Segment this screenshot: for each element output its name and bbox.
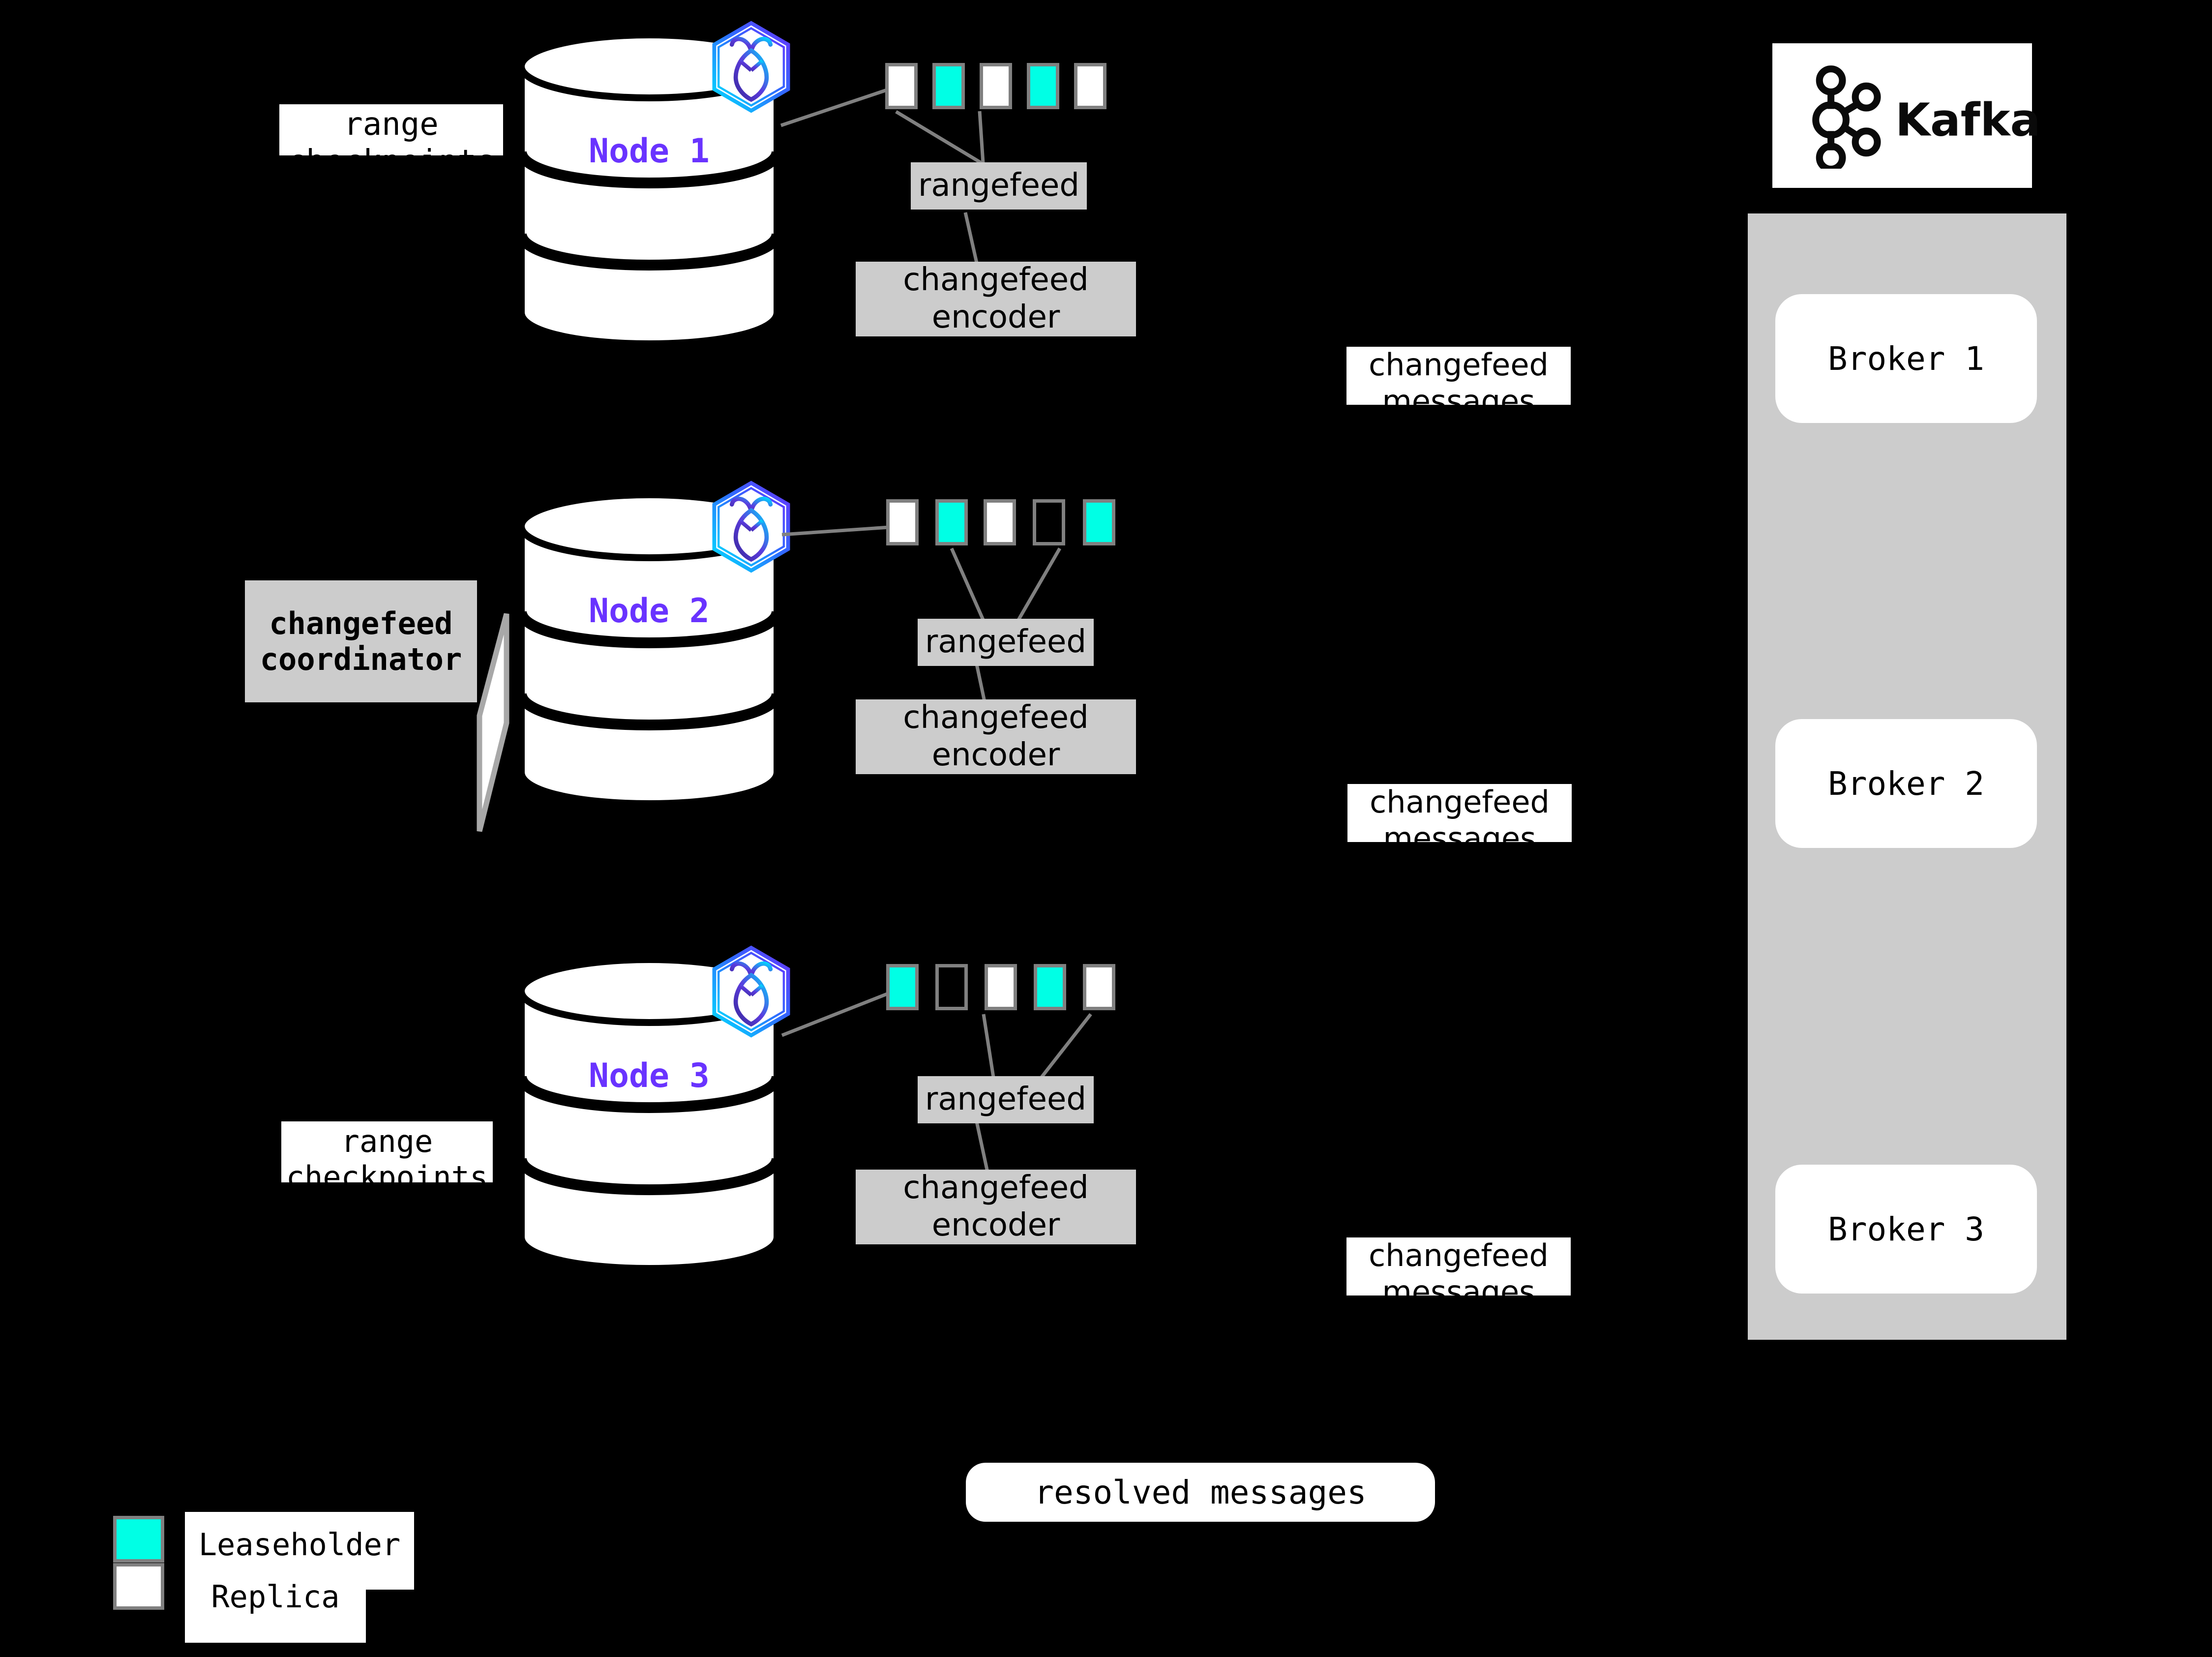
checkpoint-line-2: checkpoints — [286, 1159, 488, 1182]
messages-line-1: changefeed — [1369, 1237, 1549, 1273]
node-3-changefeed-encoder-box[interactable]: changefeed encoder — [856, 1170, 1136, 1244]
node-3-cylinder — [521, 960, 777, 1268]
node-3-range-1-leaseholder[interactable] — [886, 964, 919, 1010]
legend-label-leaseholder: Leaseholder — [185, 1512, 414, 1590]
node-3-label: Node 3 — [589, 1056, 710, 1095]
messages-line-2: messages — [1382, 383, 1535, 405]
encoder-line-2: encoder — [931, 299, 1060, 335]
node-2-changefeed-encoder-box[interactable]: changefeed encoder — [856, 699, 1136, 774]
node-3-rangefeed-box[interactable]: rangefeed — [918, 1076, 1094, 1123]
broker-1-box[interactable]: Broker 1 — [1775, 294, 2037, 423]
encoder-line-1: changefeed — [903, 699, 1089, 736]
node-3-range-2-empty[interactable] — [935, 964, 968, 1010]
kafka-wordmark: Kafka — [1895, 93, 2040, 146]
node-3-range-4-leaseholder[interactable] — [1034, 964, 1066, 1010]
checkpoint-line-1: range — [341, 1123, 433, 1159]
node-1-rangefeed-box[interactable]: rangefeed — [911, 162, 1087, 210]
node-1-range-2-leaseholder[interactable] — [932, 63, 965, 109]
node-2-range-5-leaseholder[interactable] — [1083, 499, 1115, 545]
node-2-changefeed-coordinator-box[interactable]: changefeed coordinator — [245, 580, 477, 702]
broker-2-box[interactable]: Broker 2 — [1775, 719, 2037, 848]
messages-line-2: messages — [1383, 820, 1536, 842]
node-2-label: Node 2 — [589, 592, 710, 631]
node-3-cockroachdb-logo-icon — [714, 948, 788, 1035]
legend-label-replica: Replica — [185, 1570, 366, 1643]
encoder-line-2: encoder — [931, 737, 1060, 773]
coordinator-connector-wedge — [477, 613, 509, 832]
node-2-cockroachdb-logo-icon — [714, 483, 788, 571]
resolved-messages-pill[interactable]: resolved messages — [966, 1463, 1435, 1522]
node-1-label: Node 1 — [589, 132, 710, 171]
legend-swatch-replica — [113, 1563, 164, 1610]
node-1-range-5-replica[interactable] — [1074, 63, 1106, 109]
node-1-range-3-replica[interactable] — [980, 63, 1012, 109]
node-2-range-3-replica[interactable] — [984, 499, 1016, 545]
messages-line-2: messages — [1382, 1274, 1535, 1295]
coordinator-line-2: coordinator — [260, 641, 462, 677]
checkpoint-line-1: range — [344, 106, 439, 143]
node-3-range-5-replica[interactable] — [1083, 964, 1115, 1010]
encoder-line-1: changefeed — [903, 1170, 1089, 1206]
node-2-cylinder — [521, 495, 777, 804]
node-3-range-3-replica[interactable] — [985, 964, 1017, 1010]
encoder-line-2: encoder — [931, 1207, 1060, 1243]
node-2-range-4-empty[interactable] — [1033, 499, 1065, 545]
broker-3-box[interactable]: Broker 3 — [1775, 1165, 2037, 1294]
node-1-range-4-leaseholder[interactable] — [1027, 63, 1059, 109]
kafka-logo-container: Kafka — [1772, 43, 2040, 188]
node-2-range-2-leaseholder[interactable] — [935, 499, 968, 545]
checkpoint-line-2: checkpoints — [287, 144, 496, 155]
messages-line-1: changefeed — [1370, 784, 1550, 820]
encoder-line-1: changefeed — [903, 262, 1089, 299]
node-1-cylinder — [521, 35, 777, 344]
node-1-changefeed-encoder-box[interactable]: changefeed encoder — [856, 262, 1136, 336]
node-2-range-1-replica[interactable] — [886, 499, 919, 545]
messages-line-1: changefeed — [1369, 347, 1549, 383]
node-1-range-1-replica[interactable] — [885, 63, 918, 109]
legend-swatch-leaseholder — [113, 1516, 164, 1563]
coordinator-line-1: changefeed — [269, 605, 453, 641]
kafka-logo-icon: Kafka — [1799, 63, 2040, 169]
node-1-cockroachdb-logo-icon — [714, 23, 788, 111]
node-2-rangefeed-box[interactable]: rangefeed — [918, 619, 1094, 666]
